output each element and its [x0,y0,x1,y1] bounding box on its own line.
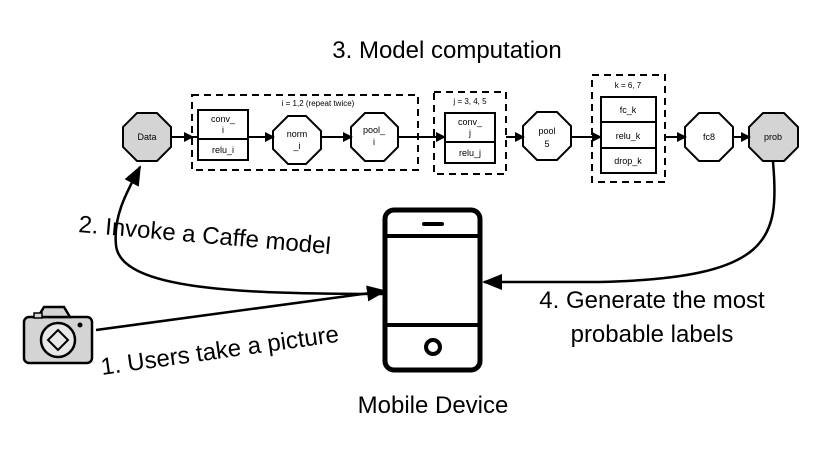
arrow-take-picture [95,285,387,332]
data-node-label: Data [137,132,156,142]
group-j-label: j = 3, 4, 5 [452,97,487,106]
device-label: Mobile Device [358,392,509,419]
smartphone-icon [382,207,483,373]
conv-i-label-line2: i [222,125,224,135]
conv-j-label-line2: j [468,128,471,138]
group-k-label: k = 6, 7 [615,81,642,90]
arrow-invoke-model [114,165,387,296]
data-node [122,112,172,162]
norm-i-label-line1: norm [287,129,308,139]
fc-k-layer [600,96,657,174]
camera-icon [22,305,94,365]
conv-i-layer [197,109,249,161]
norm-i-label-line2: _i [292,141,300,151]
arrow-generate-labels [482,161,776,290]
pool5-label-line2: 5 [544,139,549,149]
group-k-box [591,74,666,183]
step2-label: 2. Invoke a Caffe model [77,211,331,260]
diagram-title: 3. Model computation [332,37,561,64]
conv-j-label-line1: conv_ [458,117,483,127]
drop-k-label: drop_k [614,156,642,166]
relu-i-label: relu_i [212,145,234,155]
group-j-box [433,91,507,175]
fc8-label: fc8 [703,132,715,142]
step1-label: 1. Users take a picture [99,321,341,381]
prob-label: prob [764,132,782,142]
relu-k-label: relu_k [616,131,641,141]
step4-label-line2: probable labels [571,321,734,348]
norm-i-node [272,115,322,165]
conv-i-label-line1: conv_ [211,114,236,124]
group-i-label: i = 1,2 (repeat twice) [282,99,355,108]
fc-k-label: fc_k [620,105,637,115]
pool-i-label-line1: pool_ [363,125,386,135]
pool-i-label-line2: i [373,137,375,147]
pool5-node [522,111,572,161]
step4-label-line1: 4. Generate the most [539,287,765,314]
relu-j-label: relu_j [459,148,481,158]
pool5-label-line1: pool [538,126,555,136]
conv-j-layer [444,112,496,164]
